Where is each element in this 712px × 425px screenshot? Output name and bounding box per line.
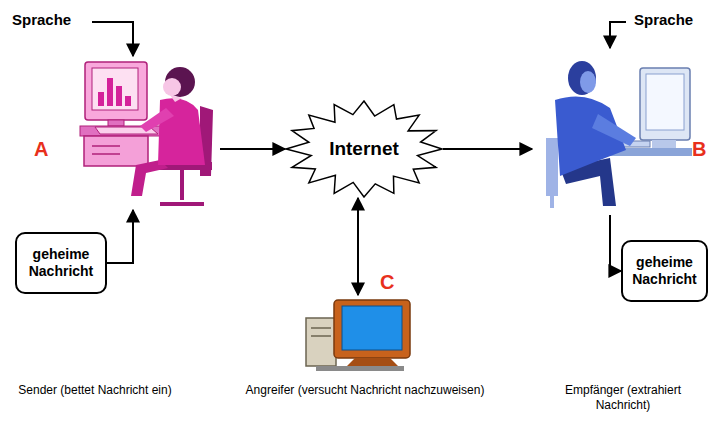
message-box: geheime Nachricht xyxy=(15,232,107,294)
role-caption: Sender (bettet Nachricht ein) xyxy=(5,383,185,398)
message-label: geheime Nachricht xyxy=(23,246,99,280)
internet-cloud: Internet xyxy=(285,100,443,198)
role-caption: Angreifer (versucht Nachricht nachzuweis… xyxy=(225,383,505,398)
role-caption: Empfänger (extrahiert Nachricht) xyxy=(548,383,698,413)
message-label: geheime Nachricht xyxy=(629,254,700,288)
flow-arrow xyxy=(357,198,359,295)
receiver-illustration xyxy=(546,61,692,208)
network-label: Internet xyxy=(329,138,399,160)
input-arrow xyxy=(610,22,626,48)
flow-arrow xyxy=(107,210,133,263)
attacker-figure: C xyxy=(300,295,420,370)
figure-letter: A xyxy=(34,138,48,161)
flow-arrow xyxy=(220,148,285,150)
sender-figure: A xyxy=(80,58,220,210)
flow-arrow xyxy=(443,148,532,150)
input-label: Sprache xyxy=(12,11,71,30)
input-arrow xyxy=(92,22,133,56)
input-label: Sprache xyxy=(634,11,693,30)
flow-arrow xyxy=(610,215,621,271)
sender-illustration xyxy=(80,62,213,204)
starburst-path xyxy=(286,101,442,197)
attacker-illustration xyxy=(306,300,410,371)
figure-letter: B xyxy=(692,138,706,161)
receiver-figure: B xyxy=(532,50,692,215)
figure-letter: C xyxy=(380,271,394,294)
message-box: geheime Nachricht xyxy=(621,240,708,302)
